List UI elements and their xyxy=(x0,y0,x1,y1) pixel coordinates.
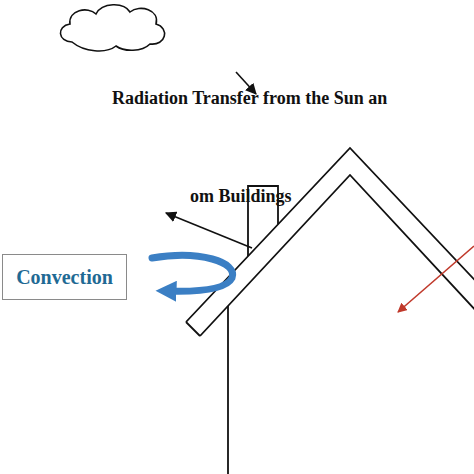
cloud xyxy=(60,5,164,51)
house-wall xyxy=(227,306,229,474)
caption-text: Radiation Transfer from the Sun an xyxy=(112,88,387,109)
node-label: Convection xyxy=(16,266,113,289)
roof-end xyxy=(186,322,200,336)
caption-text: om Buildings xyxy=(190,186,292,207)
process-box: Convection xyxy=(2,254,127,300)
emission-arrow xyxy=(166,213,252,248)
incoming-radiation-arrow xyxy=(398,246,474,312)
convection-arrow xyxy=(152,255,233,291)
